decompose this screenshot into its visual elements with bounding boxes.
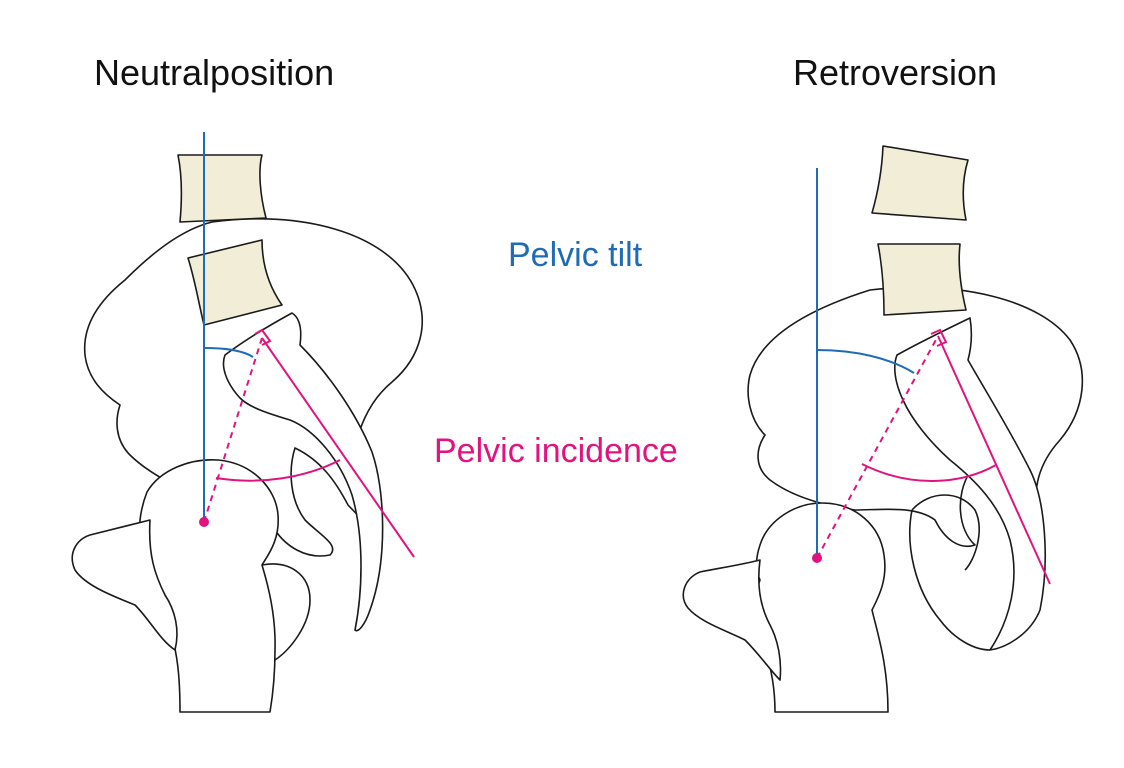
label-pelvic-tilt: Pelvic tilt (508, 236, 643, 274)
pelvic-incidence-arc-left (215, 459, 341, 482)
pelvis-retroversion (682, 145, 1084, 713)
sacral-perpendicular-right (937, 335, 1051, 585)
vertebra-upper-right (871, 145, 969, 221)
title-neutralposition: Neutralposition (94, 52, 335, 93)
ischium-left (71, 519, 178, 651)
pelvic-incidence-arc-right (861, 463, 997, 482)
right-angle-marker-left (254, 328, 272, 346)
pelvic-tilt-arc-left (203, 347, 254, 358)
hip-center-dot-right (812, 553, 822, 563)
sacrum-right (894, 317, 1046, 651)
pelvis-neutral (71, 132, 423, 713)
sacral-perpendicular-left (261, 337, 415, 558)
right-angle-marker-right (930, 328, 948, 347)
title-retroversion: Retroversion (793, 52, 998, 93)
pelvic-tilt-arc-right (816, 349, 915, 374)
vertebra-lower-left (187, 239, 283, 326)
vertebra-upper-left (177, 154, 267, 223)
femur-right (754, 502, 889, 713)
sacrum-left (222, 312, 384, 632)
vertebra-lower-right (877, 243, 967, 316)
hip-center-dot-left (199, 517, 209, 527)
femoral-axis-dashed-right (816, 335, 939, 559)
ischium-right (682, 559, 782, 681)
label-pelvic-incidence: Pelvic incidence (434, 432, 678, 470)
